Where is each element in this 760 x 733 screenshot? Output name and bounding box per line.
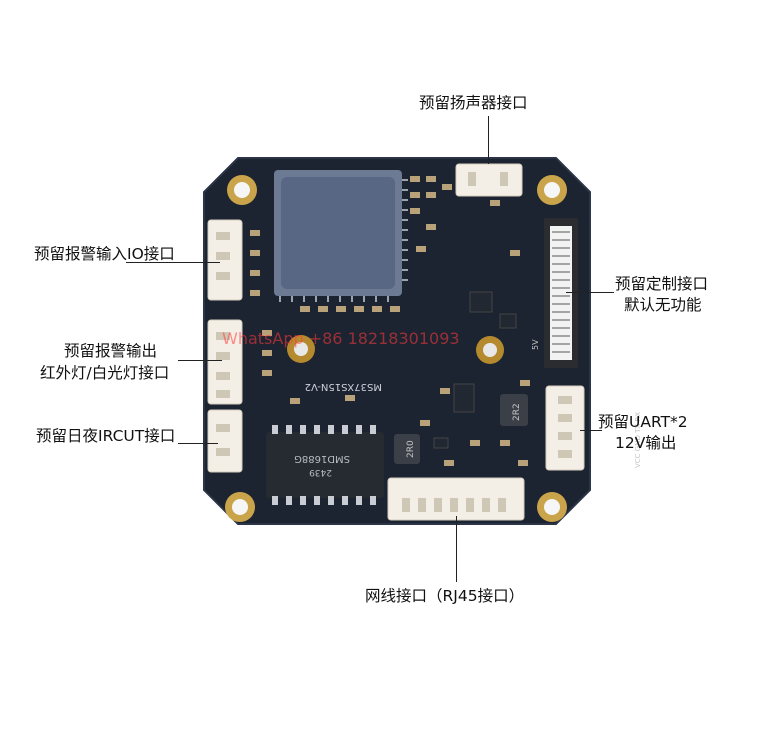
uart-connector: VCC GND TX RX	[545, 385, 642, 471]
inductor-1-mark: 2R0	[406, 440, 416, 458]
soc-chip	[274, 170, 408, 302]
uart-label-1: 预留UART*2	[598, 413, 688, 431]
ircut-leader	[178, 443, 218, 444]
mounting-holes	[225, 175, 567, 522]
ircut-label: 预留日夜IRCUT接口	[36, 427, 176, 445]
inductor-2-mark: 2R2	[512, 403, 522, 421]
transformer-mark-2: SMD1688G	[294, 453, 350, 464]
ircut-connector	[207, 409, 243, 473]
alarm-output-label-2: 红外灯/白光灯接口	[40, 364, 170, 382]
fpc-5v-mark: 5V	[531, 339, 540, 350]
watermark-text: WhatsApp +86 18218301093	[222, 329, 460, 348]
alarm-output-label-1: 预留报警输出	[64, 342, 158, 360]
custom-leader	[566, 292, 614, 293]
speaker-connector	[455, 163, 523, 197]
custom-label-1: 预留定制接口	[615, 275, 709, 293]
ic-chips	[433, 291, 517, 449]
uart-pin-labels: VCC GND TX RX	[634, 412, 642, 468]
speaker-leader	[488, 116, 489, 164]
smd-components	[250, 176, 530, 466]
alarm-input-connector	[207, 219, 243, 301]
center-screws	[287, 335, 504, 364]
network-leader	[456, 516, 457, 582]
rj45-connector	[387, 477, 525, 521]
speaker-label: 预留扬声器接口	[419, 94, 528, 112]
inductors: 2R0 2R2	[394, 394, 528, 464]
network-label: 网线接口（RJ45接口）	[365, 587, 525, 605]
custom-label-2: 默认无功能	[624, 296, 702, 314]
alarm-input-leader	[126, 262, 220, 263]
alarm-output-connector	[207, 319, 243, 405]
uart-label-2: 12V输出	[615, 434, 677, 452]
uart-leader	[580, 430, 602, 431]
transformer-mark-1: 2439	[309, 467, 332, 477]
alarm-output-leader	[178, 360, 222, 361]
ethernet-transformer: 2439 SMD1688G	[266, 425, 384, 505]
alarm-input-label: 预留报警输入IO接口	[34, 245, 175, 263]
fpc-connector: 5V	[531, 218, 578, 368]
model-silkscreen: MS37XS15N-V2	[305, 381, 382, 392]
